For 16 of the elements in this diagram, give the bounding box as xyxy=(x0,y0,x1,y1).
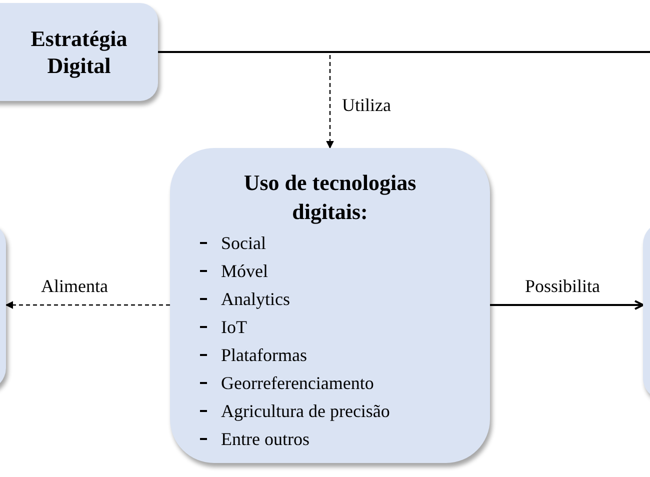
list-item: Analytics xyxy=(221,288,290,310)
list-item: Móvel xyxy=(221,260,268,282)
list-item: Entre outros xyxy=(221,428,310,450)
process-box xyxy=(170,148,490,463)
list-item: IoT xyxy=(221,316,247,338)
list-item: Social xyxy=(221,232,266,254)
list-item: Agricultura de precisão xyxy=(221,400,390,422)
box-title: Estratégia Digital xyxy=(30,25,128,79)
arrow xyxy=(158,51,334,149)
arrow xyxy=(490,300,644,310)
arrow xyxy=(5,301,170,309)
list-item: Georreferenciamento xyxy=(221,372,374,394)
connector-line xyxy=(158,51,650,53)
list-item: Plataformas xyxy=(221,344,307,366)
box-title: Uso de tecnologias digitais: xyxy=(242,169,418,226)
process-box xyxy=(0,3,158,101)
